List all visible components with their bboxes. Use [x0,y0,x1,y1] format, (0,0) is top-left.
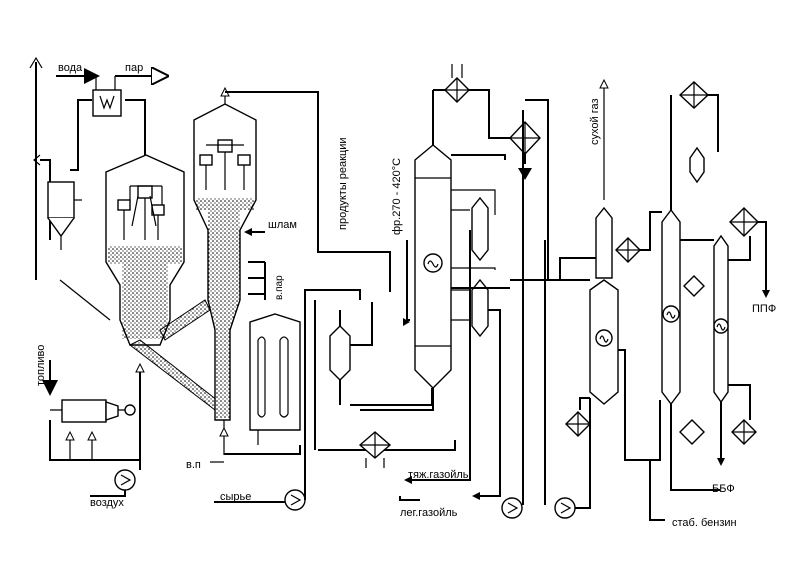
reactor-inlets: шлам в.пар [244,219,297,300]
gasoil-lines: тяж.газойль лег.газойль [399,230,501,519]
waste-heat-boiler: вода пар [56,62,165,117]
regenerator [105,154,185,346]
stable-gasoline-label: стаб. бензин [672,517,737,529]
fuel-label: топливо [35,345,47,386]
side-strippers [451,189,496,338]
air-fuel-system: топливо воздух [35,279,145,509]
dry-gas-label: сухой газ [589,98,601,145]
feed-label: сырье [220,491,251,503]
fraction-label: фр.270 - 420°С [391,158,403,235]
chimney-line [29,56,43,280]
reaction-products-label: продукты реакции [337,137,349,230]
ppf-label: ППФ [752,303,776,315]
stabilizer-column: стаб. бензин [649,81,737,529]
reactor [193,86,257,455]
bbf-label: ББФ [712,483,735,495]
overhead-system [432,64,549,280]
feed-line: в.п сырье [186,289,361,511]
reaction-products-line: продукты реакции [225,91,391,292]
bottom-exchanger [358,431,392,468]
flue-gas-separator [47,181,82,250]
sludge-label: шлам [268,219,297,231]
steam-label: пар [125,62,143,74]
light-gasoil-label: лег.газойль [400,507,458,519]
absorber-column: сухой газ [589,78,641,405]
stripping-steam-label: в.пар [274,275,285,300]
water-label: вода [58,62,83,74]
vp-label: в.п [186,459,201,471]
feed-furnace [249,313,301,445]
column-bottom-line [360,287,510,411]
right-section-piping [548,211,751,461]
air-label: воздух [90,497,124,509]
ppf-column: ППФ ББФ [712,207,776,495]
middle-pumps [501,110,591,519]
fractionator-column: фр.270 - 420°С [391,144,452,389]
heavy-gasoil-label: тяж.газойль [408,469,469,481]
